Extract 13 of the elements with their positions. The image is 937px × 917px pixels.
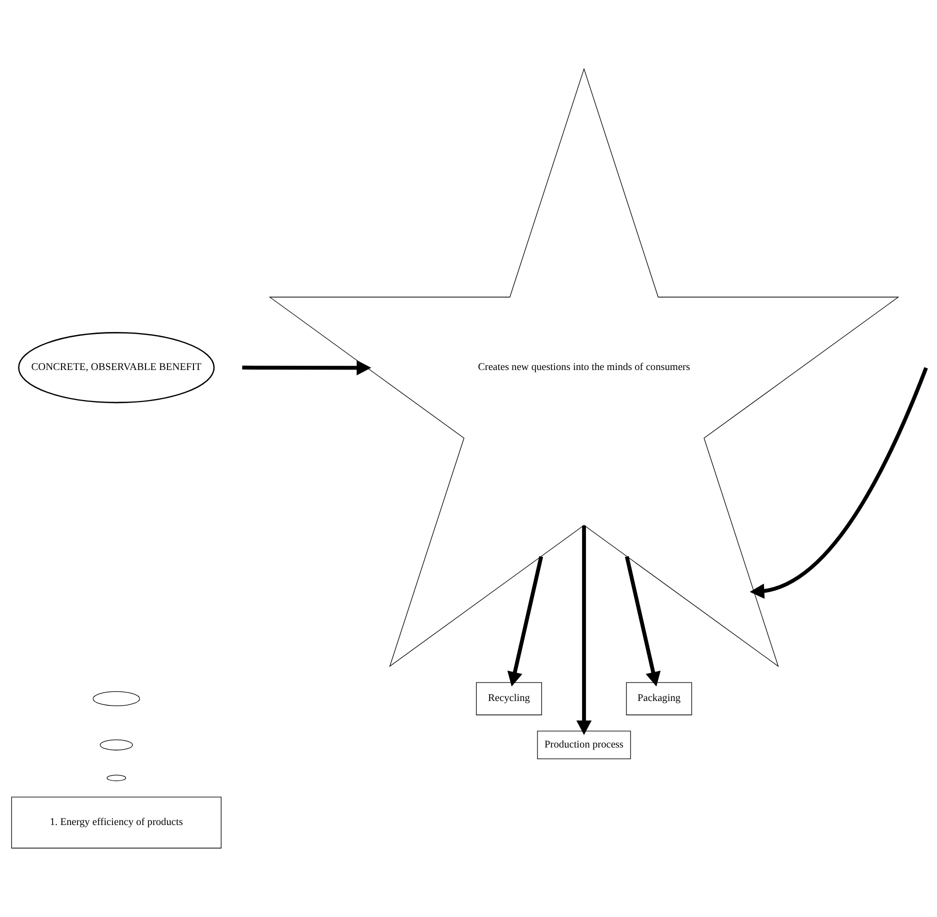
node-box: Packaging [626,682,692,716]
node-box: Production process [536,730,630,760]
node-box: 1. Energy efficiency of products [10,796,221,848]
node-box: Recycling [476,682,542,716]
arrow [506,556,543,686]
node-ellipse: CONCRETE, OBSERVABLE BENEFIT [18,332,214,404]
arrow [749,367,928,599]
node-ellipse [92,691,140,706]
arrow [624,556,660,686]
node-ellipse [106,774,126,782]
node-ellipse [99,739,132,750]
arrow [242,360,371,376]
arrow [576,526,592,735]
